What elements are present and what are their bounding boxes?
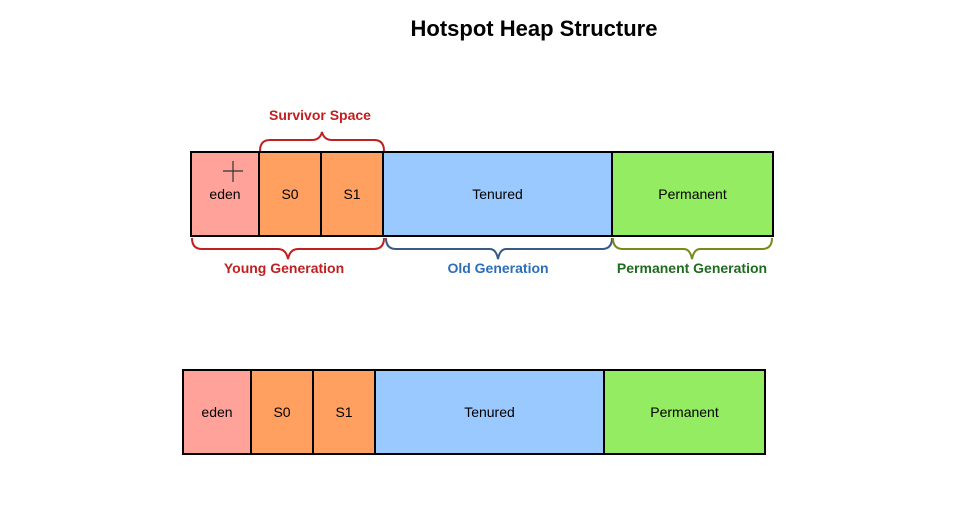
old-generation-brace bbox=[385, 237, 613, 260]
permanent-segment: Permanent bbox=[605, 371, 764, 453]
survivor-s1-segment: S1 bbox=[322, 153, 384, 235]
survivor-space-label: Survivor Space bbox=[269, 107, 371, 123]
tenured-segment: Tenured bbox=[376, 371, 605, 453]
permanent-generation-brace bbox=[612, 237, 773, 260]
young-generation-brace bbox=[191, 237, 385, 260]
survivor-s1-segment: S1 bbox=[314, 371, 376, 453]
young-generation-label: Young Generation bbox=[224, 260, 344, 276]
survivor-space-brace bbox=[259, 131, 385, 152]
eden-segment: eden bbox=[192, 153, 260, 235]
survivor-s0-segment: S0 bbox=[260, 153, 322, 235]
heap-diagram-bottom: eden S0 S1 Tenured Permanent bbox=[182, 369, 766, 455]
eden-segment: eden bbox=[184, 371, 252, 453]
page-title: Hotspot Heap Structure bbox=[410, 16, 658, 41]
survivor-s0-segment: S0 bbox=[252, 371, 314, 453]
tenured-segment: Tenured bbox=[384, 153, 613, 235]
heap-diagram-top: eden S0 S1 Tenured Permanent bbox=[190, 151, 774, 237]
permanent-segment: Permanent bbox=[613, 153, 772, 235]
permanent-generation-label: Permanent Generation bbox=[617, 260, 767, 276]
old-generation-label: Old Generation bbox=[447, 260, 548, 276]
